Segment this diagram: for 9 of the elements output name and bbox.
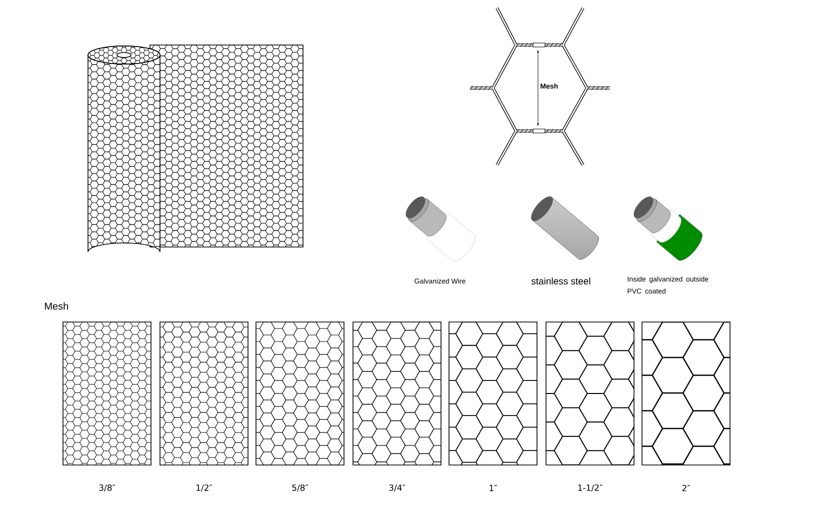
- size-label: 1/2″: [196, 484, 212, 492]
- size-label: 3/4″: [389, 484, 406, 492]
- section-heading: Mesh: [45, 302, 68, 310]
- size-label: 1″: [490, 484, 498, 492]
- size-label: 1-1/2″: [578, 484, 602, 492]
- size-label: 3/8″: [99, 484, 116, 492]
- material-label: stainless steel: [531, 278, 590, 284]
- size-label: 5/8″: [292, 484, 308, 492]
- size-label: 2″: [682, 484, 690, 492]
